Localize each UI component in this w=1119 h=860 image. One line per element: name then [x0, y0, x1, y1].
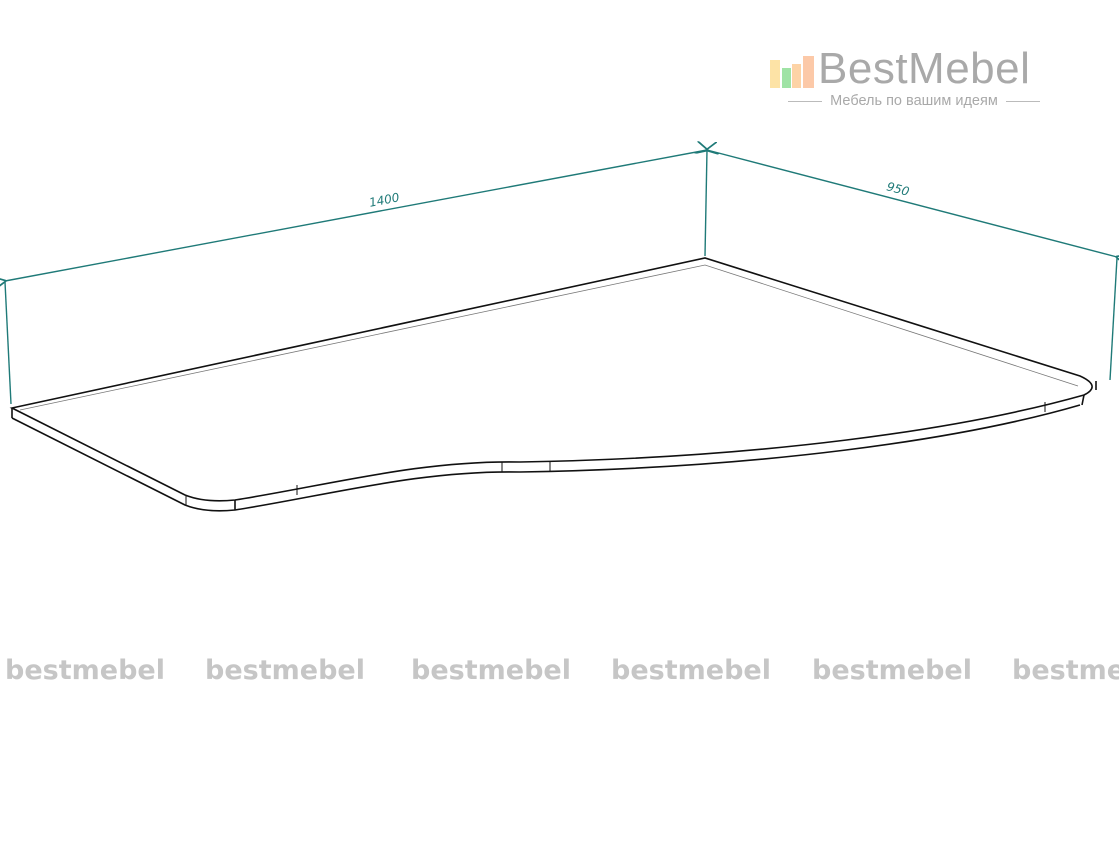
watermark: bestmebel: [1012, 655, 1119, 686]
watermark: bestmebel: [5, 655, 165, 686]
brand-name: BestMebel: [818, 44, 1031, 93]
dimension-label-length: 1400: [368, 190, 401, 210]
tabletop-bottom-edge: [11, 404, 1081, 512]
extension-line-corner: [704, 149, 708, 257]
dimension-label-depth: 950: [885, 179, 911, 199]
watermark: bestmebel: [812, 655, 972, 686]
watermark: bestmebel: [611, 655, 771, 686]
dimension-line-depth: [707, 150, 1117, 257]
extension-line-right: [1109, 257, 1118, 381]
dimension-lines: [4, 149, 1118, 405]
watermark: bestmebel: [411, 655, 571, 686]
dimension-line-length: [5, 150, 707, 281]
tabletop: [9, 257, 1097, 512]
logo-mark-icon: [770, 56, 814, 88]
tabletop-back-inner-edge: [19, 264, 1079, 411]
extension-line-left: [4, 281, 12, 405]
tabletop-top-face: [9, 257, 1093, 502]
watermark: bestmebel: [205, 655, 365, 686]
brand-tagline: Мебель по вашим идеям: [768, 93, 1060, 109]
